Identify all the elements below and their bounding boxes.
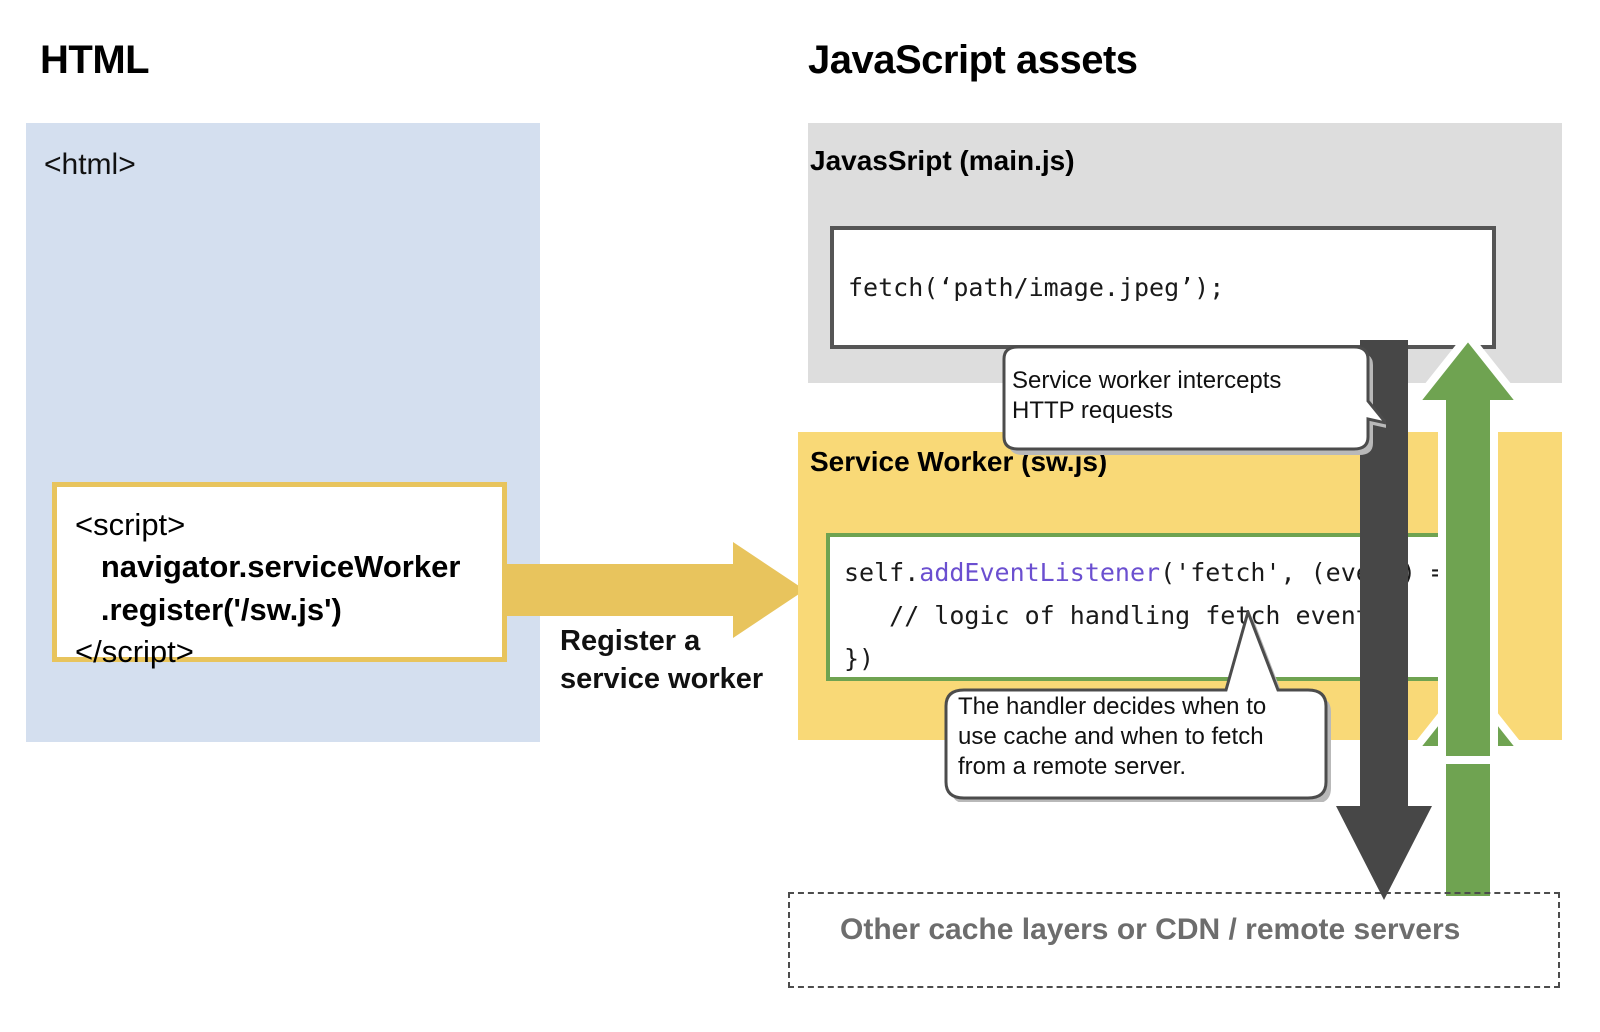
sw-code-self: self. xyxy=(844,558,920,587)
fetch-code-box: fetch(‘path/image.jpeg’); xyxy=(830,226,1496,349)
request-down-arrow-icon xyxy=(1336,340,1432,900)
intercept-callout xyxy=(1002,345,1386,455)
script-navigator-line: navigator.serviceWorker xyxy=(75,549,461,585)
sw-code-close: }) xyxy=(844,644,875,673)
sw-code-comment: // logic of handling fetch event xyxy=(844,601,1371,630)
response-up-arrow-icon xyxy=(1414,330,1522,900)
mainjs-panel-label: JavasSript (main.js) xyxy=(810,145,1075,176)
html-tag-label: <html> xyxy=(44,148,136,181)
html-section-title: HTML xyxy=(40,38,150,82)
script-close-tag: </script> xyxy=(75,634,194,670)
intercept-callout-text: Service worker intercepts HTTP requests xyxy=(1012,367,1282,425)
script-open-tag: <script> xyxy=(75,507,186,542)
remote-servers-box xyxy=(788,892,1560,988)
register-arrow-label-text: Register a service worker xyxy=(560,625,764,696)
script-code-box: <script> navigator.serviceWorker .regist… xyxy=(52,482,507,669)
register-arrow-icon xyxy=(505,542,805,638)
remote-servers-label: Other cache layers or CDN / remote serve… xyxy=(840,913,1461,946)
fetch-code-text: fetch(‘path/image.jpeg’); xyxy=(848,273,1225,302)
register-arrow-label: Register a service worker xyxy=(560,622,800,699)
handler-callout xyxy=(944,610,1331,802)
sw-code-addeventlistener: addEventListener xyxy=(919,558,1161,587)
javascript-assets-section-title: JavaScript assets xyxy=(808,38,1138,82)
handler-callout-text: The handler decides when to use cache an… xyxy=(958,693,1267,781)
script-register-line: .register('/sw.js') xyxy=(75,591,342,627)
